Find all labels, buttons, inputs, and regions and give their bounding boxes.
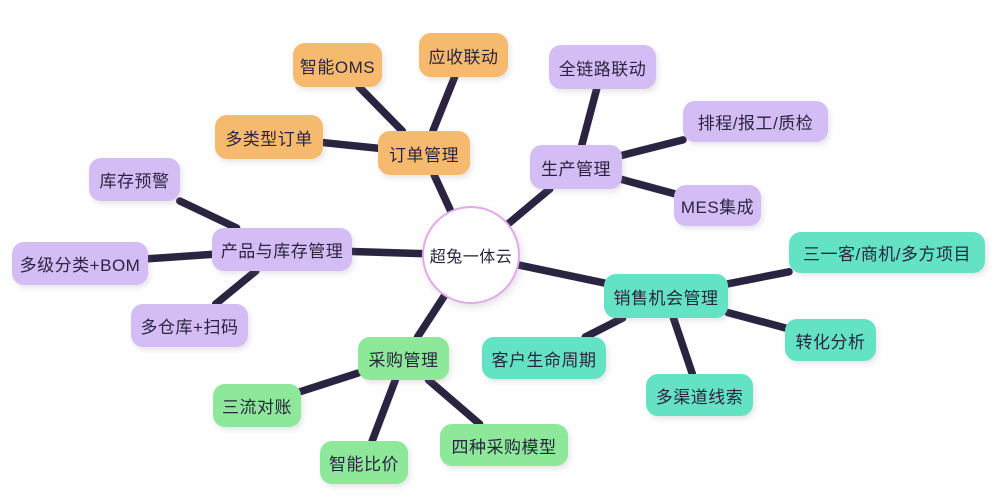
edge-purchase-child-1 (368, 376, 400, 445)
edge-order-child-0 (355, 83, 407, 135)
edge-center-to-sales (515, 261, 608, 287)
edge-inventory-child-2 (211, 267, 260, 308)
edge-center-to-purchase (413, 292, 448, 341)
leaf-node-sales-1[interactable]: 转化分析 (785, 319, 876, 361)
branch-node-sales[interactable]: 销售机会管理 (604, 274, 728, 318)
edge-center-to-production (504, 185, 554, 228)
edge-inventory-child-0 (176, 197, 241, 232)
edge-sales-child-0 (724, 268, 793, 288)
leaf-node-purchase-1[interactable]: 智能比价 (320, 441, 408, 484)
leaf-node-purchase-0[interactable]: 三流对账 (213, 384, 301, 427)
leaf-node-purchase-2[interactable]: 四种采购模型 (440, 424, 568, 466)
edge-center-to-inventory (348, 247, 426, 258)
edge-inventory-child-1 (144, 250, 216, 263)
branch-node-production[interactable]: 生产管理 (530, 145, 622, 189)
edge-sales-child-1 (724, 308, 789, 332)
leaf-node-sales-2[interactable]: 多渠道线索 (646, 374, 753, 416)
leaf-node-sales-3[interactable]: 客户生命周期 (482, 337, 606, 379)
leaf-node-inventory-0[interactable]: 库存预警 (89, 158, 180, 201)
leaf-node-inventory-1[interactable]: 多级分类+BOM (12, 242, 148, 285)
center-node[interactable]: 超兔一体云 (422, 206, 520, 304)
edge-sales-child-2 (669, 314, 697, 378)
edge-order-child-1 (429, 73, 459, 135)
edge-center-to-order (430, 171, 455, 215)
leaf-node-sales-0[interactable]: 三一客/商机/多方项目 (789, 232, 985, 273)
branch-node-purchase[interactable]: 采购管理 (358, 337, 449, 380)
leaf-node-production-1[interactable]: 排程/报工/质检 (683, 101, 828, 142)
edge-purchase-child-0 (297, 369, 362, 396)
leaf-node-order-2[interactable]: 多类型订单 (215, 115, 323, 159)
branch-node-order[interactable]: 订单管理 (378, 131, 470, 175)
edge-purchase-child-2 (424, 376, 484, 428)
edge-production-child-0 (578, 85, 601, 149)
leaf-node-inventory-2[interactable]: 多仓库+扫码 (131, 304, 248, 347)
leaf-node-production-2[interactable]: MES集成 (674, 185, 761, 226)
edge-production-child-1 (618, 136, 687, 160)
edge-sales-child-3 (581, 314, 627, 341)
leaf-node-order-0[interactable]: 智能OMS (293, 43, 382, 87)
edge-production-child-2 (618, 175, 678, 198)
leaf-node-production-0[interactable]: 全链路联动 (549, 45, 656, 89)
branch-node-inventory[interactable]: 产品与库存管理 (212, 228, 352, 271)
edge-order-child-2 (319, 138, 382, 153)
leaf-node-order-1[interactable]: 应收联动 (419, 33, 508, 77)
